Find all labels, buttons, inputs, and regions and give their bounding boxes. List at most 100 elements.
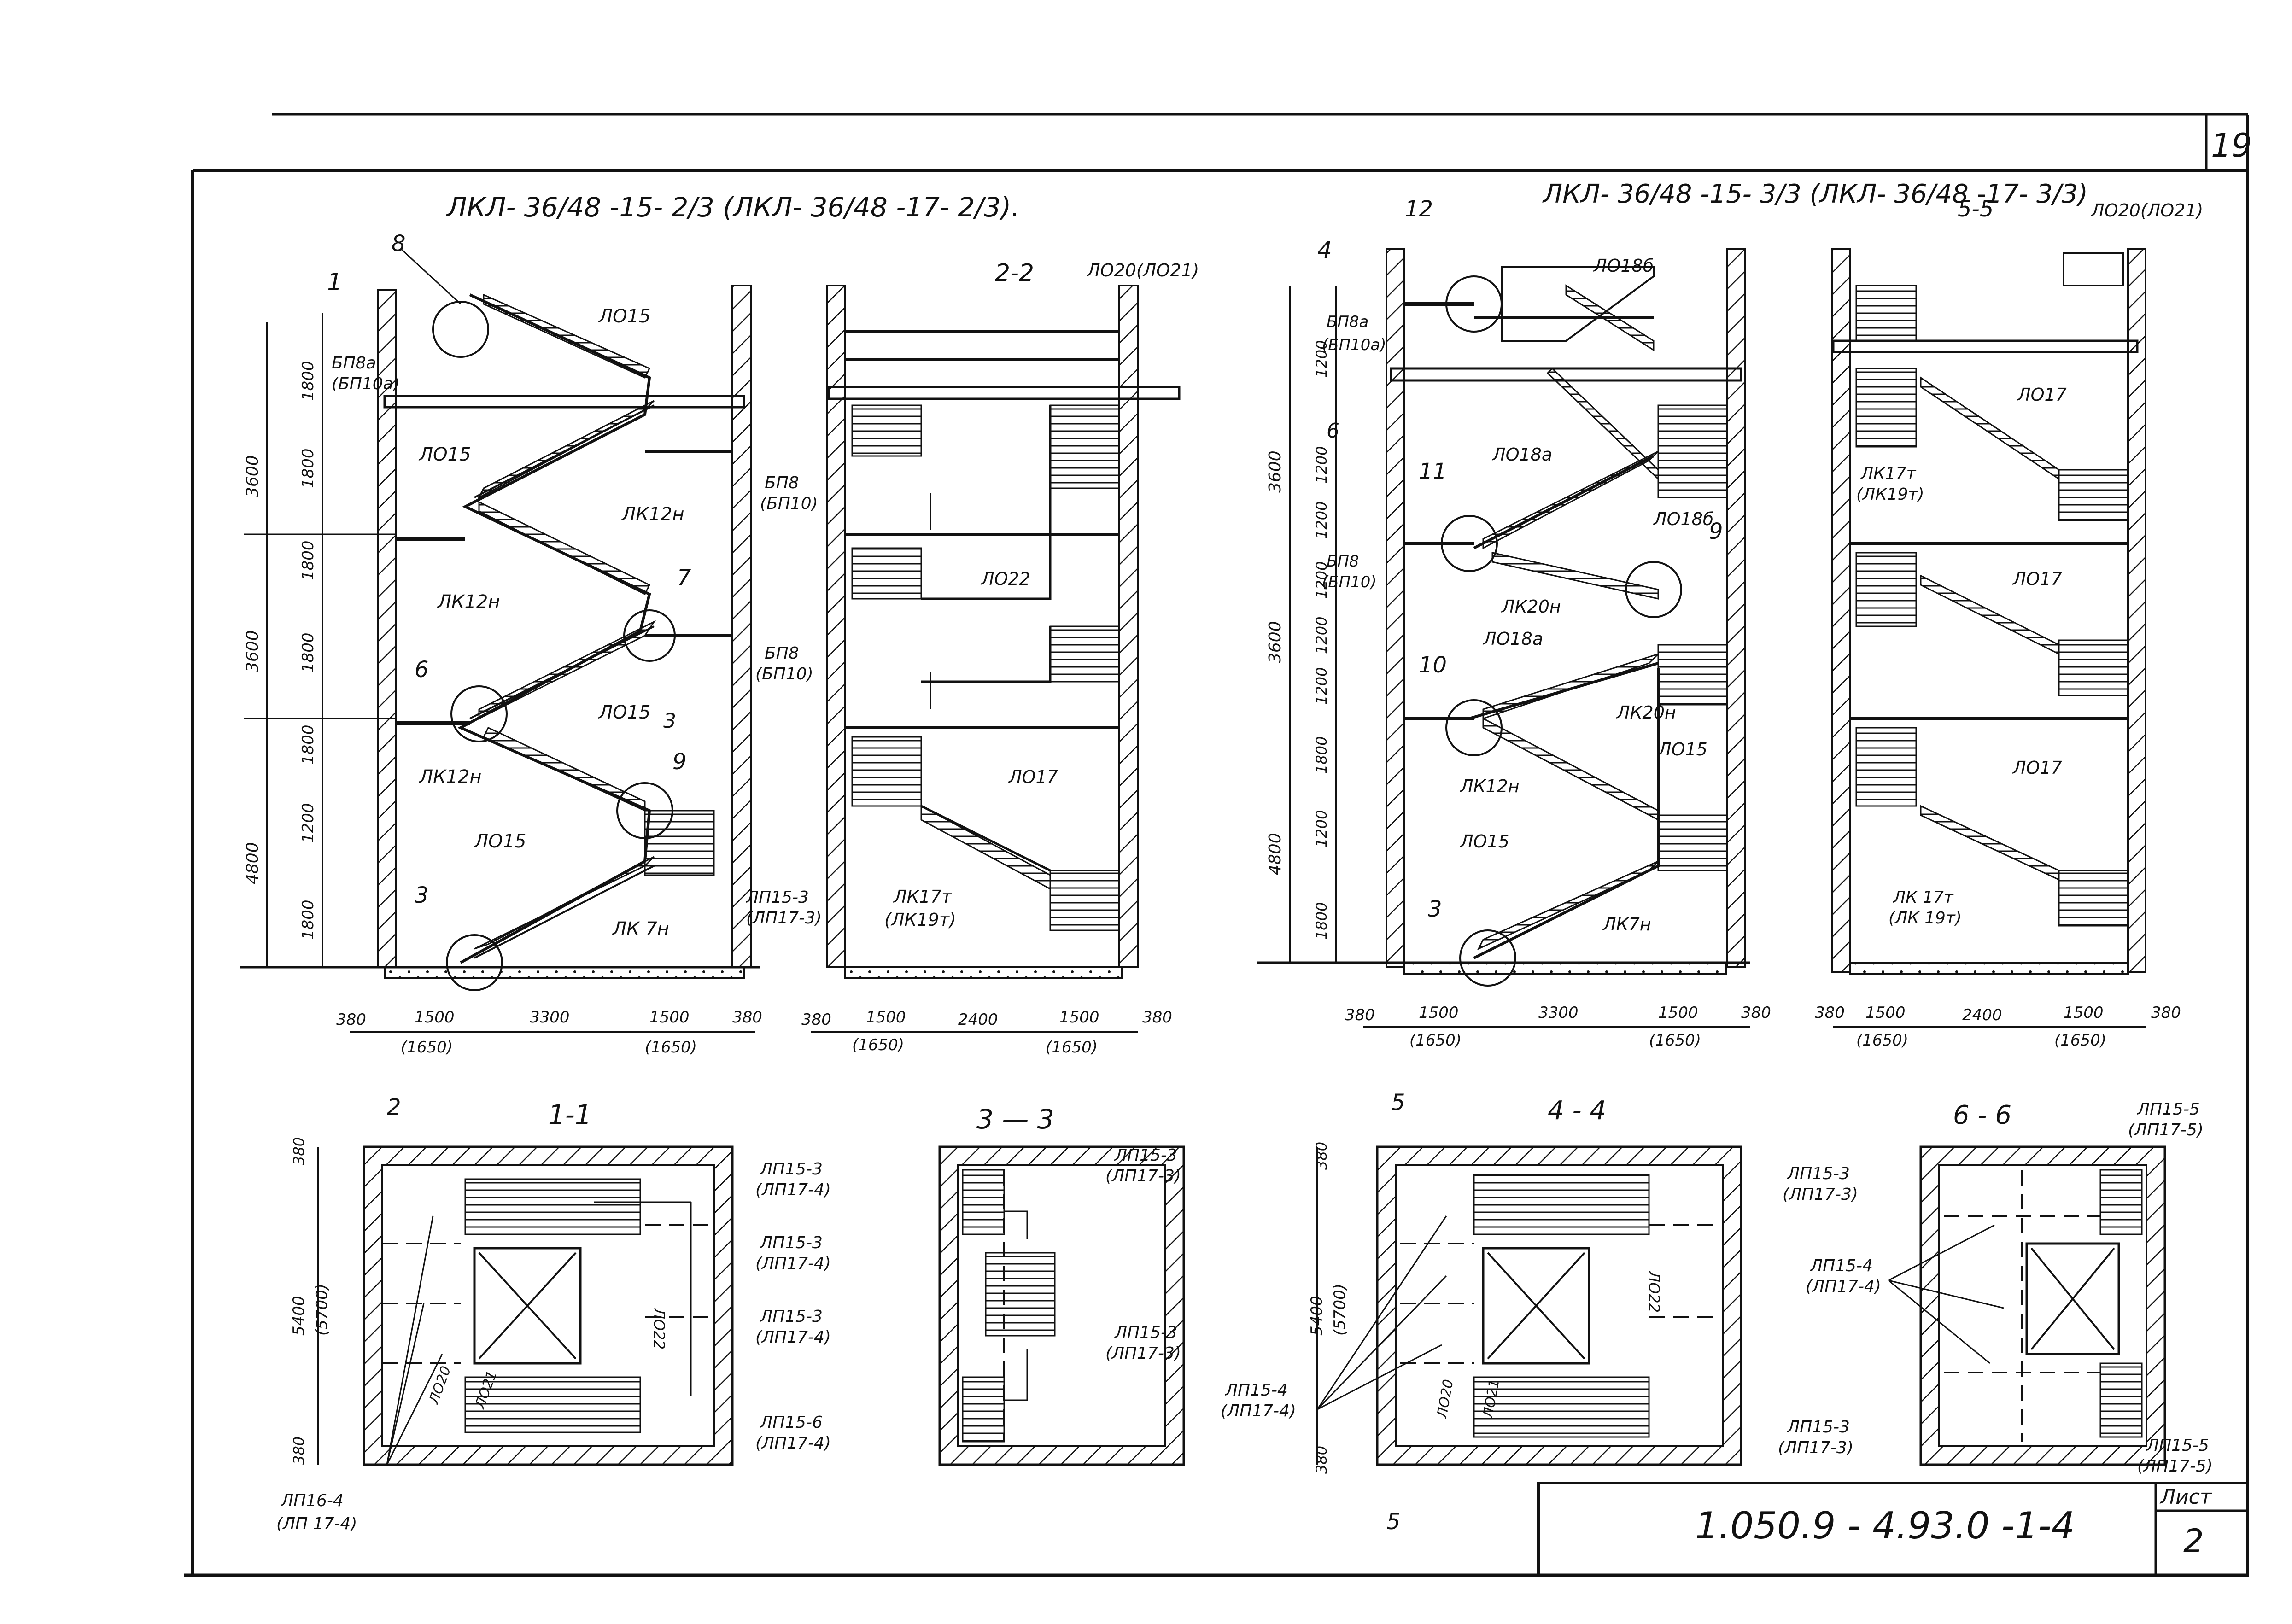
plan-1-1 (317, 1145, 734, 1466)
svg-text:1200: 1200 (1313, 667, 1330, 705)
svg-text:380: 380 (1142, 1008, 1172, 1027)
label-lk17t-right-a: ЛК17т (1860, 464, 1916, 483)
label-lk19t-right-b: (ЛК 19т) (1889, 909, 1962, 928)
label-lk19t-left: (ЛК19т) (884, 910, 956, 930)
svg-text:(ЛП17-5): (ЛП17-5) (2128, 1121, 2204, 1139)
svg-text:(ЛП17-4): (ЛП17-4) (755, 1434, 831, 1453)
svg-text:380: 380 (1345, 1006, 1375, 1024)
section-2-2-title: 2-2 (995, 259, 1034, 287)
label-bp8-right: БП8 (1327, 552, 1359, 571)
plan-1-1-title: 1-1 (548, 1099, 592, 1130)
svg-text:(1650): (1650) (1856, 1031, 1908, 1050)
cut-6-label: 6 (1327, 419, 1339, 443)
label-bp8a-right: БП8а (1327, 313, 1368, 331)
svg-text:ЛП15-4: ЛП15-4 (1809, 1256, 1873, 1275)
svg-text:1500: 1500 (415, 1008, 455, 1027)
svg-text:(1650): (1650) (401, 1038, 453, 1057)
svg-text:ЛП15-5: ЛП15-5 (2136, 1100, 2200, 1119)
svg-text:5400: 5400 (290, 1296, 308, 1336)
label-bp10a-right: (БП10а) (1322, 336, 1386, 354)
label-lo15-right-a: ЛО15 (1657, 739, 1707, 759)
callout-9-right: 9 (1709, 519, 1723, 544)
svg-text:1800: 1800 (299, 724, 317, 765)
svg-text:1500: 1500 (1658, 1004, 1698, 1022)
plan-6-6-title: 6 - 6 (1953, 1100, 2011, 1130)
label-lo18a: ЛО18а (1491, 444, 1552, 465)
svg-text:2400: 2400 (958, 1011, 998, 1029)
svg-text:380: 380 (732, 1008, 762, 1027)
svg-text:(ЛП17-3): (ЛП17-3) (1105, 1344, 1181, 1363)
svg-text:1800: 1800 (299, 540, 317, 580)
label-lo15-c: ЛО15 (598, 702, 650, 723)
svg-text:1500: 1500 (1059, 1008, 1099, 1027)
label-lk19t-right-a: (ЛК19т) (1856, 485, 1924, 504)
label-lo20-left: ЛО20(ЛО21) (1086, 260, 1199, 280)
svg-text:ЛП15-3: ЛП15-3 (1786, 1418, 1850, 1437)
label-lo17-right-b: ЛО17 (2012, 569, 2062, 589)
svg-text:ЛП15-5: ЛП15-5 (2146, 1436, 2209, 1455)
section-5-5-title: 5-5 (1958, 196, 1994, 222)
svg-text:3300: 3300 (1538, 1004, 1579, 1022)
label-lk12n-right: ЛК12н (1459, 776, 1520, 796)
callout-9: 9 (672, 749, 687, 775)
svg-text:(ЛП17-4): (ЛП17-4) (1221, 1402, 1296, 1420)
svg-text:ЛП15-3: ЛП15-3 (759, 1233, 823, 1252)
section-5-5-elevation (1831, 248, 2146, 1028)
svg-text:380: 380 (1313, 1142, 1330, 1170)
label-bp10a: (БП10а) (332, 374, 400, 393)
svg-text:ЛО22: ЛО22 (650, 1308, 668, 1349)
svg-text:ЛО22: ЛО22 (1645, 1271, 1663, 1313)
svg-text:(ЛП17-4): (ЛП17-4) (755, 1254, 831, 1273)
right-vertical-dims: 3600 3600 4800 1200 1200 1200 1200 1200 … (1266, 340, 1330, 940)
svg-text:(1650): (1650) (852, 1036, 904, 1054)
svg-text:380: 380 (290, 1437, 308, 1465)
cut-3-label: 3 (663, 709, 676, 733)
svg-text:1200: 1200 (1313, 810, 1330, 847)
svg-text:380: 380 (1741, 1004, 1771, 1022)
svg-text:1200: 1200 (1313, 617, 1330, 654)
label-lo17-right-a: ЛО17 (2017, 385, 2067, 405)
svg-text:1800: 1800 (299, 361, 317, 401)
svg-text:1200: 1200 (299, 803, 317, 843)
callout-3: 3 (415, 882, 429, 908)
plan-1-1-cut: 2 (387, 1094, 401, 1120)
svg-text:(5700): (5700) (1331, 1284, 1349, 1336)
callout-12: 12 (1405, 196, 1433, 222)
svg-text:ЛП15-4: ЛП15-4 (1224, 1381, 1288, 1400)
svg-text:4800: 4800 (243, 842, 262, 884)
section-2-2-elevation (811, 285, 1181, 1033)
svg-text:(ЛП17-4): (ЛП17-4) (1806, 1277, 1881, 1296)
left-bottom-dims-2-2: 380 1500 2400 1500 380 (1650) (1650) (801, 1008, 1172, 1057)
left-bottom-dims-1-1: 380 1500 3300 1500 380 (1650) (1650) (336, 1008, 762, 1057)
label-lo17-right-c: ЛО17 (2012, 758, 2062, 778)
svg-text:(ЛП17-4): (ЛП17-4) (755, 1180, 831, 1199)
label-bp8-a: БП8 (765, 473, 799, 492)
label-bp10-a: (БП10) (760, 494, 818, 513)
callout-10: 10 (1419, 652, 1447, 678)
svg-text:380: 380 (801, 1011, 831, 1029)
section-4-4-elevation (1257, 248, 1750, 1028)
section-1-1-elevation (240, 248, 760, 1033)
svg-text:(5700): (5700) (313, 1284, 331, 1336)
doc-code: 1.050.9 - 4.93.0 -1-4 (1695, 1504, 2075, 1547)
callout-7: 7 (677, 565, 691, 590)
svg-text:380: 380 (336, 1011, 366, 1029)
svg-text:(1650): (1650) (1409, 1031, 1462, 1050)
label-lo18b-a: ЛО18б (1593, 256, 1654, 276)
label-lo20-right: ЛО20(ЛО21) (2090, 200, 2203, 221)
label-lk17t-right-b: ЛК 17т (1892, 888, 1954, 907)
plan-3-3-title: 3 — 3 (976, 1104, 1054, 1135)
svg-text:1200: 1200 (1313, 340, 1330, 378)
label-bp8-b: БП8 (765, 644, 799, 663)
label-lk12n-a: ЛК12н (621, 504, 684, 525)
label-lk12n-b: ЛК12н (437, 591, 500, 613)
svg-text:1800: 1800 (299, 900, 317, 940)
label-lk17t-left: ЛК17т (893, 887, 953, 907)
svg-text:1200: 1200 (1313, 446, 1330, 484)
left-title: ЛКЛ- 36/48 -15- 2/3 (ЛКЛ- 36/48 -17- 2/3… (446, 192, 1020, 223)
svg-text:1500: 1500 (866, 1008, 906, 1027)
svg-text:380: 380 (1313, 1446, 1330, 1474)
label-lo15-b: ЛО15 (418, 444, 471, 465)
callout-6: 6 (415, 657, 429, 683)
label-lk20n-a: ЛК20н (1501, 596, 1561, 617)
